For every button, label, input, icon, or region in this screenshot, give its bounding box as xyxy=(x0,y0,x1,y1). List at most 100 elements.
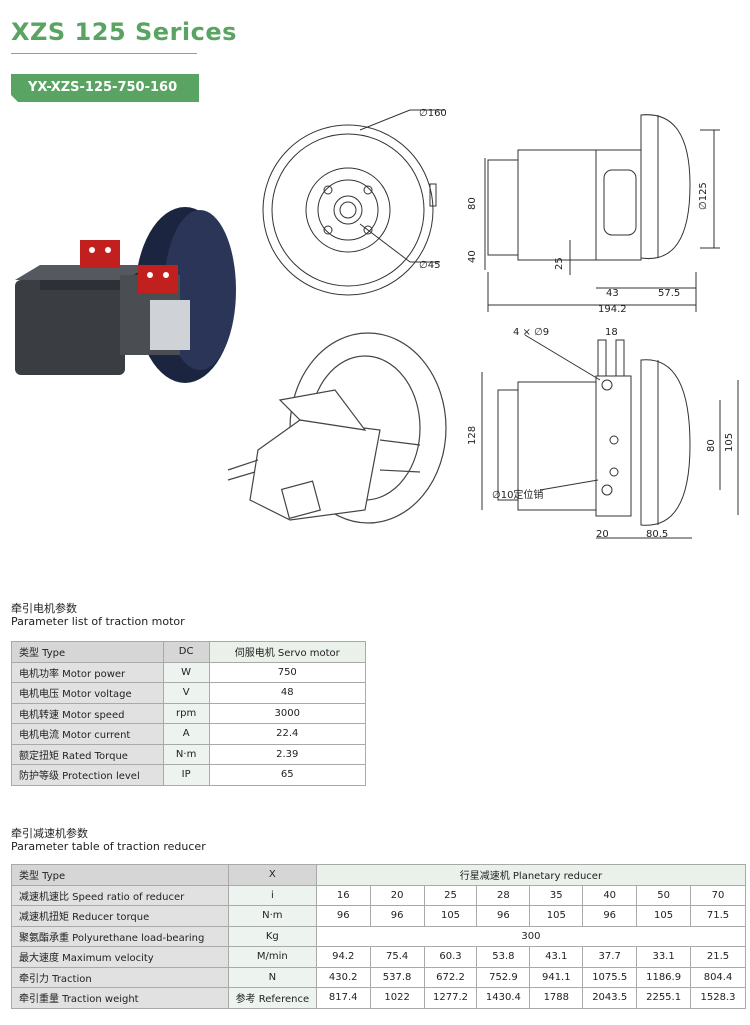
param-value: 94.2 xyxy=(315,946,371,968)
param-unit: X xyxy=(227,864,317,886)
dim-w80-5: 80.5 xyxy=(646,529,668,540)
wheel-render-top xyxy=(15,207,236,383)
param-value: 71.5 xyxy=(690,905,746,927)
param-unit: N·m xyxy=(227,905,317,927)
side-view-top xyxy=(484,114,720,312)
param-label: 额定扭矩 Rated Torque xyxy=(11,743,164,765)
param-unit: W xyxy=(162,661,210,683)
top-view-bottom xyxy=(481,334,739,539)
param-value: 817.4 xyxy=(315,987,371,1009)
param-value: 2.39 xyxy=(208,743,366,765)
dim-h105: 105 xyxy=(724,433,735,452)
param-value: 53.8 xyxy=(476,946,531,968)
param-unit: N xyxy=(227,966,317,988)
param-label: 电机电流 Motor current xyxy=(11,723,164,745)
param-value: 20 xyxy=(369,884,425,906)
param-value: 48 xyxy=(208,682,366,704)
param-unit: A xyxy=(162,723,210,745)
param-label: 最大速度 Maximum velocity xyxy=(11,946,229,968)
dim-d160: ∅160 xyxy=(419,108,447,119)
dim-d125: ∅125 xyxy=(698,182,709,210)
motor-section-title-en: Parameter list of traction motor xyxy=(11,615,185,628)
param-value: 430.2 xyxy=(315,966,371,988)
param-value: 33.1 xyxy=(636,946,692,968)
param-value: 28 xyxy=(476,884,531,906)
param-value: 96 xyxy=(476,905,531,927)
param-value: 1277.2 xyxy=(423,987,478,1009)
param-unit: i xyxy=(227,884,317,906)
param-unit: V xyxy=(162,682,210,704)
param-label: 牵引力 Traction xyxy=(11,966,229,988)
dim-w194-2: 194.2 xyxy=(598,304,627,315)
param-value: 941.1 xyxy=(529,966,584,988)
param-value: 105 xyxy=(529,905,584,927)
param-value: 3000 xyxy=(208,702,366,724)
param-value: 752.9 xyxy=(476,966,531,988)
param-label: 牵引重量 Traction weight xyxy=(11,987,229,1009)
param-value: 1788 xyxy=(529,987,584,1009)
param-label: 聚氨酯承重 Polyurethane load-bearing xyxy=(11,925,229,947)
param-value: 1430.4 xyxy=(476,987,531,1009)
param-unit: N·m xyxy=(162,743,210,765)
param-value: 21.5 xyxy=(690,946,746,968)
param-value: 96 xyxy=(369,905,425,927)
param-value: 96 xyxy=(315,905,371,927)
param-value: 16 xyxy=(315,884,371,906)
dim-d45: ∅45 xyxy=(419,260,440,271)
param-value: 50 xyxy=(636,884,692,906)
param-value: 2255.1 xyxy=(636,987,692,1009)
param-label: 减速机扭矩 Reducer torque xyxy=(11,905,229,927)
param-value: 35 xyxy=(529,884,584,906)
param-unit: DC xyxy=(162,641,210,663)
param-value: 37.7 xyxy=(582,946,638,968)
param-label: 减速机速比 Speed ratio of reducer xyxy=(11,884,229,906)
param-value: 40 xyxy=(582,884,638,906)
title-underline xyxy=(11,53,197,54)
param-value: 70 xyxy=(690,884,746,906)
dim-pin: ∅10定位销 xyxy=(492,488,543,501)
param-value: 804.4 xyxy=(690,966,746,988)
param-label: 电机转速 Motor speed xyxy=(11,702,164,724)
front-view xyxy=(262,109,445,296)
page-title: XZS 125 Serices xyxy=(11,18,237,46)
param-value: 537.8 xyxy=(369,966,425,988)
param-unit: IP xyxy=(162,764,210,786)
product-drawing: ∅160 ∅45 80 40 25 ∅125 43 57.5 194.2 xyxy=(15,108,739,540)
dim-w20: 20 xyxy=(596,529,609,540)
param-label: 类型 Type xyxy=(11,641,164,663)
param-value: 105 xyxy=(636,905,692,927)
motor-section-title-cn: 牵引电机参数 xyxy=(11,602,77,615)
wheel-render-bottom xyxy=(227,332,447,524)
dim-holes: 4 × ∅9 xyxy=(513,327,549,338)
param-value: 96 xyxy=(582,905,638,927)
dim-h80: 80 xyxy=(467,197,478,210)
param-value: 2043.5 xyxy=(582,987,638,1009)
param-value: 75.4 xyxy=(369,946,425,968)
param-value: 1022 xyxy=(369,987,425,1009)
param-value: 300 xyxy=(315,925,747,947)
param-label: 电机电压 Motor voltage xyxy=(11,682,164,704)
dim-w18: 18 xyxy=(605,327,618,338)
param-value: 43.1 xyxy=(529,946,584,968)
param-value: 672.2 xyxy=(423,966,478,988)
param-value: 60.3 xyxy=(423,946,478,968)
param-value: 伺服电机 Servo motor xyxy=(208,641,366,663)
param-value: 750 xyxy=(208,661,366,683)
param-unit: 参考 Reference xyxy=(227,987,317,1009)
dim-h80b: 80 xyxy=(706,439,717,452)
param-value: 行星减速机 Planetary reducer xyxy=(315,864,747,886)
param-value: 65 xyxy=(208,764,366,786)
param-value: 1528.3 xyxy=(690,987,746,1009)
